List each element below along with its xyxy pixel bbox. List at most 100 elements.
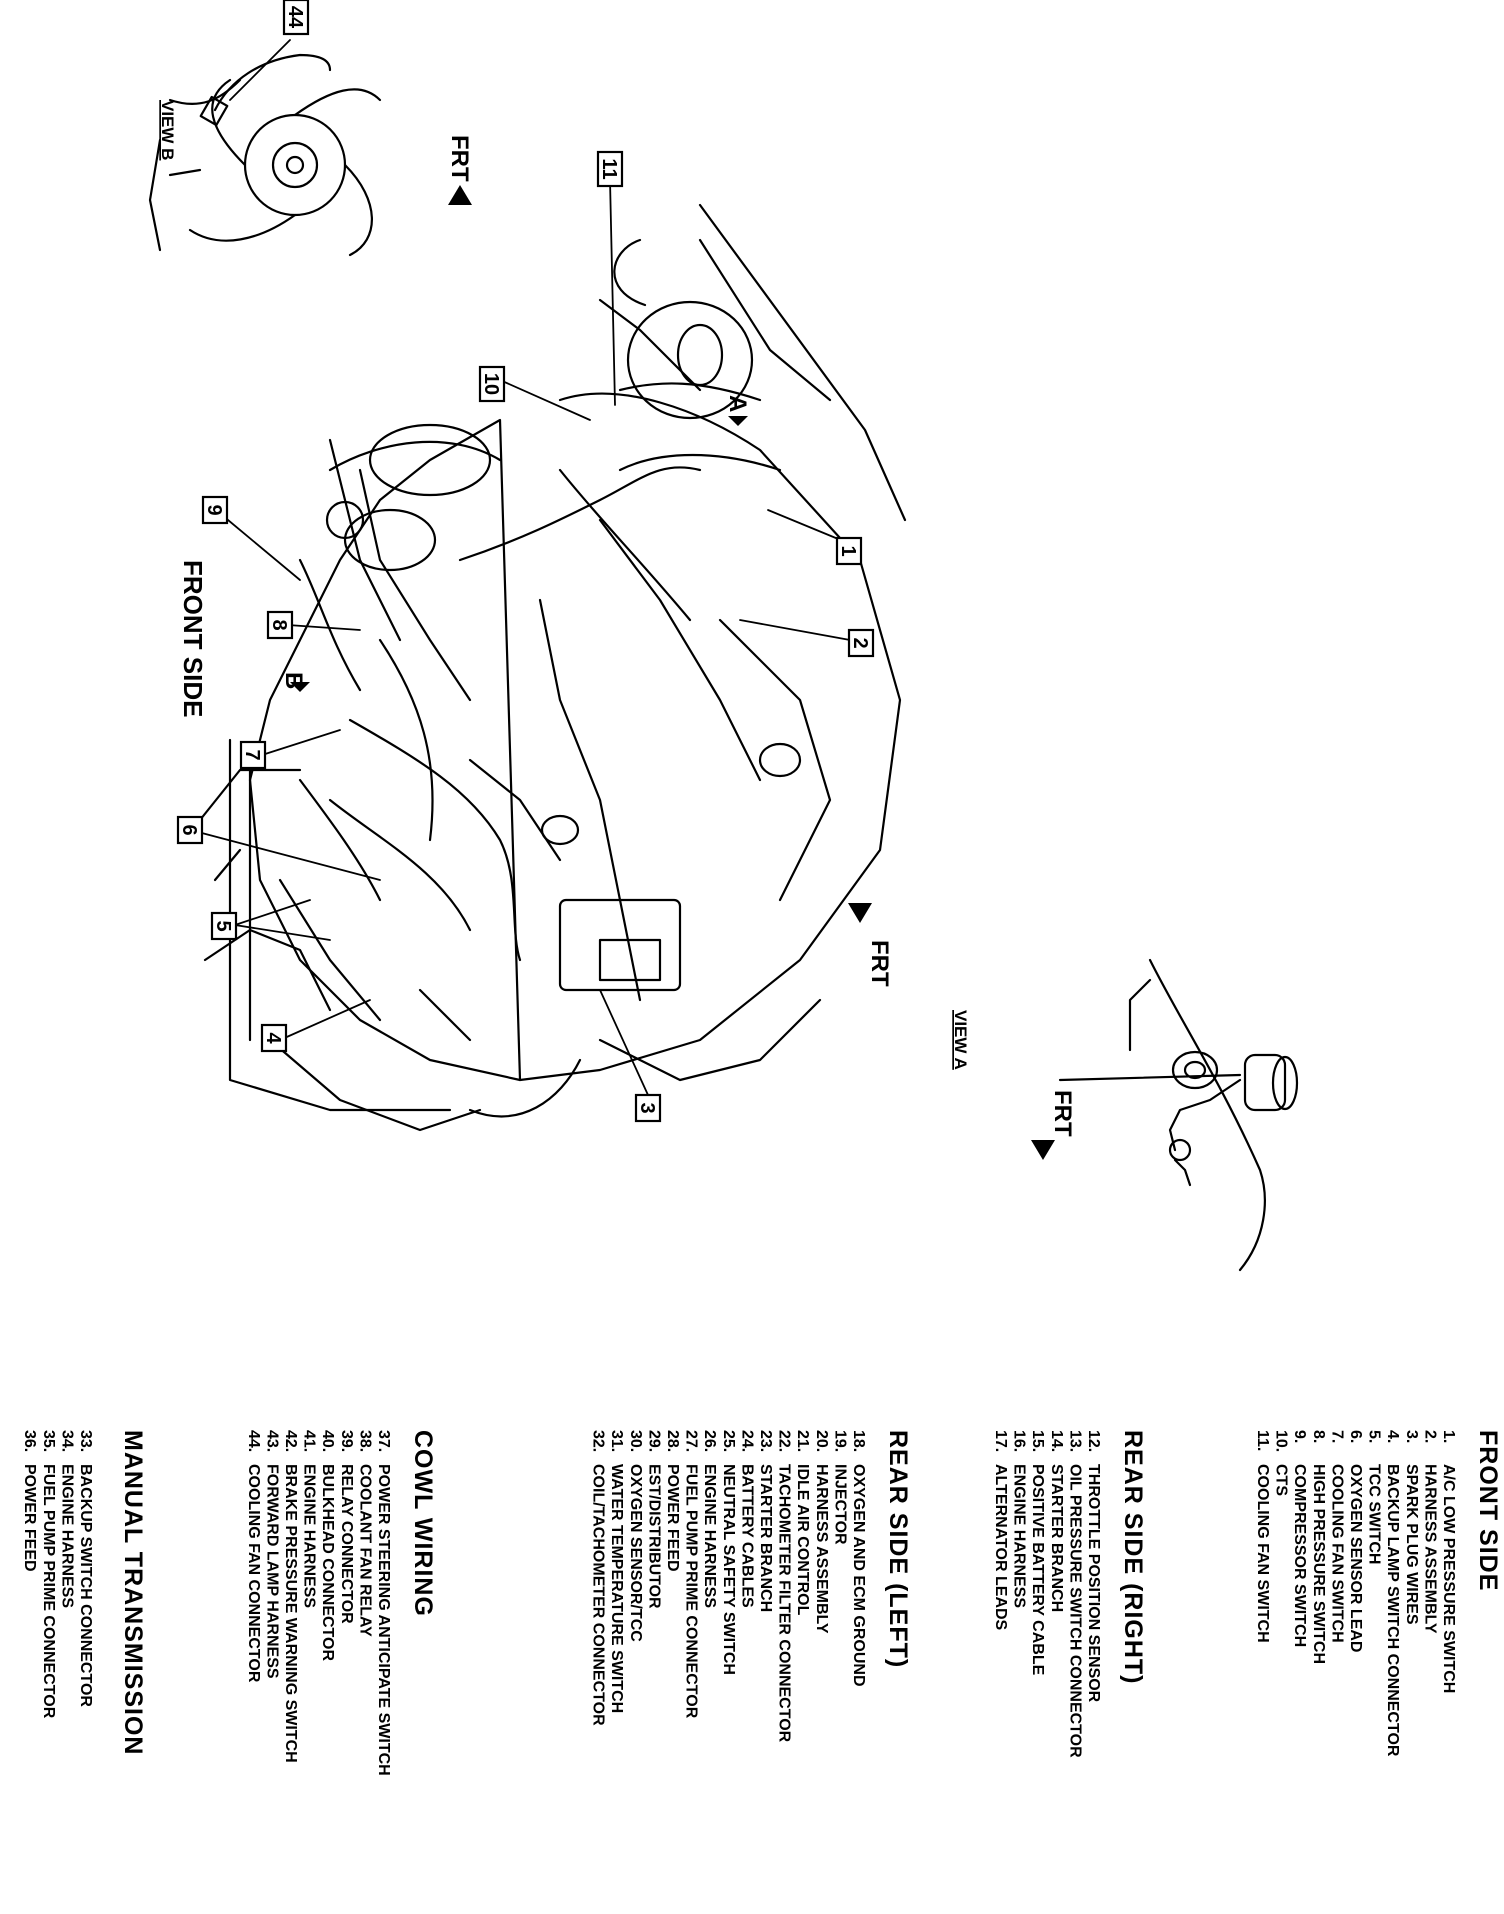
legend-item-text: INJECTOR bbox=[831, 1464, 848, 1545]
legend-item-number: 43. bbox=[263, 1430, 280, 1452]
svg-text:7: 7 bbox=[241, 749, 263, 760]
view-b-label: VIEW B bbox=[158, 100, 177, 160]
legend-item-text: TACHOMETER FILTER CONNECTOR bbox=[776, 1464, 793, 1743]
callout-44: 44 bbox=[229, 0, 310, 101]
legend-item-number: 32. bbox=[590, 1430, 607, 1452]
svg-text:11: 11 bbox=[598, 158, 620, 179]
legend-item-number: 7. bbox=[1328, 1430, 1345, 1443]
svg-text:44: 44 bbox=[284, 6, 306, 29]
legend-item-text: EST/DISTRIBUTOR bbox=[645, 1464, 662, 1609]
legend-item-text: WATER TEMPERATURE SWITCH bbox=[608, 1464, 625, 1713]
legend-item-number: 34. bbox=[58, 1430, 75, 1452]
legend-title: COWL WIRING bbox=[409, 1430, 437, 1617]
callout-11: 11 bbox=[596, 150, 624, 406]
svg-text:5: 5 bbox=[212, 920, 234, 931]
legend-item-number: 39. bbox=[338, 1430, 355, 1452]
legend-item-number: 44. bbox=[245, 1430, 262, 1452]
svg-text:8: 8 bbox=[268, 619, 290, 630]
svg-text:10: 10 bbox=[480, 373, 502, 395]
legend-item-number: 8. bbox=[1310, 1430, 1327, 1443]
legend-item-text: COOLING FAN SWITCH bbox=[1254, 1464, 1271, 1643]
legend-item-text: COMPRESSOR SWITCH bbox=[1291, 1464, 1308, 1647]
svg-text:2: 2 bbox=[849, 637, 871, 648]
view-a-label: VIEW A bbox=[951, 1010, 970, 1070]
legend-item-number: 10. bbox=[1273, 1430, 1290, 1452]
engine-illustration bbox=[198, 203, 907, 1132]
legend-item-number: 22. bbox=[776, 1430, 793, 1452]
legend-rear-side-left: REAR SIDE (LEFT) 18.OXYGEN AND ECM GROUN… bbox=[590, 1430, 912, 1743]
legend-item-number: 9. bbox=[1291, 1430, 1308, 1443]
view-arrow-b: B bbox=[280, 672, 310, 692]
legend-item-number: 17. bbox=[992, 1430, 1009, 1452]
legend-item-number: 40. bbox=[319, 1430, 336, 1452]
legend-item-text: ALTERNATOR LEADS bbox=[992, 1464, 1009, 1631]
legend-item-number: 35. bbox=[40, 1430, 57, 1452]
legend-item-number: 27. bbox=[683, 1430, 700, 1452]
svg-text:FRT: FRT bbox=[446, 135, 473, 182]
callout-6: 6 bbox=[176, 815, 381, 881]
legend-item-number: 36. bbox=[21, 1430, 38, 1452]
legend-item-number: 12. bbox=[1085, 1430, 1102, 1452]
callout-5: 5 bbox=[210, 899, 331, 941]
legend-item-number: 30. bbox=[627, 1430, 644, 1452]
legend-item-number: 42. bbox=[282, 1430, 299, 1452]
legend-item-number: 16. bbox=[1011, 1430, 1028, 1452]
svg-text:FRT: FRT bbox=[1049, 1090, 1076, 1137]
legend-item-number: 26. bbox=[701, 1430, 718, 1452]
legend-item-text: OXYGEN AND ECM GROUND bbox=[850, 1464, 867, 1687]
legend-item-text: POWER FEED bbox=[21, 1464, 38, 1572]
legend-item-text: FUEL PUMP PRIME CONNECTOR bbox=[683, 1464, 700, 1719]
legend-item-number: 5. bbox=[1366, 1430, 1383, 1443]
legend-item-text: COOLING FAN CONNECTOR bbox=[245, 1464, 262, 1683]
legend-item-text: BACKUP LAMP SWITCH CONNECTOR bbox=[1384, 1464, 1401, 1757]
legend-item-text: ENGINE HARNESS bbox=[701, 1464, 718, 1608]
svg-text:B: B bbox=[280, 672, 307, 689]
view-a-illustration bbox=[1058, 958, 1299, 1272]
legend-item-text: FUEL PUMP PRIME CONNECTOR bbox=[40, 1464, 57, 1719]
callout-1: 1 bbox=[767, 509, 863, 566]
legend-item-number: 20. bbox=[813, 1430, 830, 1452]
callout-2: 2 bbox=[739, 619, 875, 658]
svg-text:4: 4 bbox=[262, 1032, 284, 1044]
svg-text:A: A bbox=[724, 395, 751, 412]
svg-text:3: 3 bbox=[636, 1102, 658, 1113]
frt-arrow-view-a: FRT bbox=[1031, 1090, 1076, 1160]
svg-text:1: 1 bbox=[837, 545, 859, 556]
legend-item-number: 1. bbox=[1440, 1430, 1457, 1443]
legend-item-number: 24. bbox=[738, 1430, 755, 1452]
legend-item-text: HARNESS ASSEMBLY bbox=[813, 1464, 830, 1634]
legend-front-side: FRONT SIDE 1.A/C LOW PRESSURE SWITCH2.HA… bbox=[1254, 1430, 1502, 1757]
legend-item-text: ENGINE HARNESS bbox=[58, 1464, 75, 1608]
legend-item-number: 13. bbox=[1066, 1430, 1083, 1452]
legend-item-text: SPARK PLUG WIRES bbox=[1403, 1464, 1420, 1625]
legend-item-text: POSITIVE BATTERY CABLE bbox=[1029, 1464, 1046, 1676]
svg-text:9: 9 bbox=[203, 504, 225, 515]
legend-item-text: HIGH PRESSURE SWITCH bbox=[1310, 1464, 1327, 1664]
legend-item-number: 15. bbox=[1029, 1430, 1046, 1452]
callout-4: 4 bbox=[260, 999, 371, 1053]
legend-item-text: POWER FEED bbox=[664, 1464, 681, 1572]
callout-10: 10 bbox=[478, 365, 591, 421]
svg-text:6: 6 bbox=[178, 824, 200, 835]
legend-rear-side-right: REAR SIDE (RIGHT) 12.THROTTLE POSITION S… bbox=[992, 1430, 1147, 1758]
legend-item-text: ENGINE HARNESS bbox=[1011, 1464, 1028, 1608]
svg-text:FRT: FRT bbox=[866, 940, 893, 987]
legend-item-text: BACKUP SWITCH CONNECTOR bbox=[77, 1464, 94, 1707]
legend-item-number: 21. bbox=[794, 1430, 811, 1452]
legend-title: REAR SIDE (RIGHT) bbox=[1119, 1430, 1147, 1685]
legend-item-number: 6. bbox=[1347, 1430, 1364, 1443]
callout-7: 7 bbox=[239, 729, 341, 770]
callout-9: 9 bbox=[201, 495, 301, 581]
legend-item-text: OXYGEN SENSOR/TCC bbox=[627, 1464, 644, 1642]
legend-item-text: IDLE AIR CONTROL bbox=[794, 1464, 811, 1616]
legend-manual-transmission: MANUAL TRANSMISSION 33.BACKUP SWITCH CON… bbox=[21, 1430, 147, 1755]
legend-item-text: ENGINE HARNESS bbox=[301, 1464, 318, 1608]
frt-arrow-main: FRT bbox=[848, 903, 893, 987]
legend-item-text: BRAKE PRESSURE WARNING SWITCH bbox=[282, 1464, 299, 1763]
legend-item-text: STARTER BRANCH bbox=[757, 1464, 774, 1612]
legend-item-text: OXYGEN SENSOR LEAD bbox=[1347, 1464, 1364, 1652]
legend-item-number: 11. bbox=[1254, 1430, 1271, 1451]
legend-item-number: 4. bbox=[1384, 1430, 1401, 1443]
legend-item-number: 33. bbox=[77, 1430, 94, 1452]
